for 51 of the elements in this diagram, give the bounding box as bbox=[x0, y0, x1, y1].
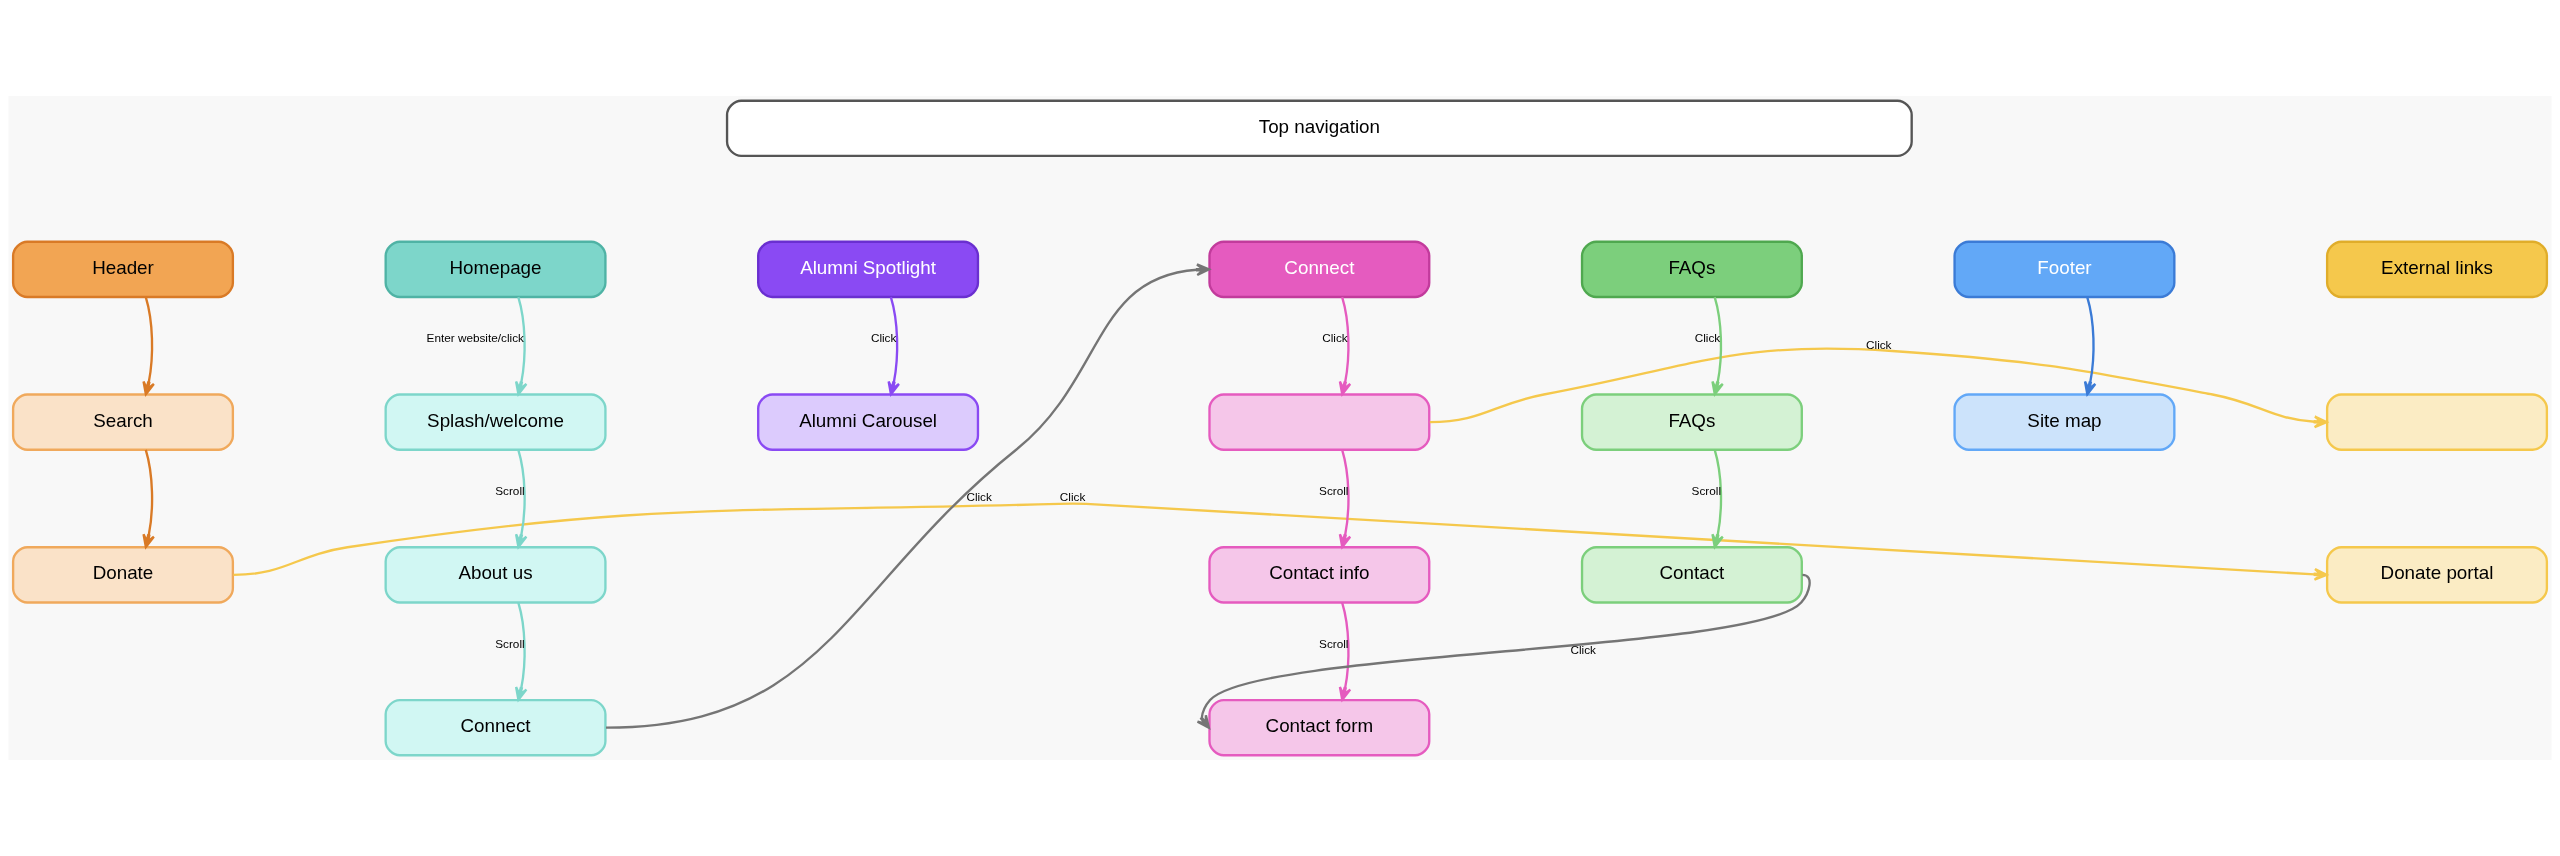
arrow bbox=[142, 449, 155, 549]
node-box: Top navigation bbox=[725, 99, 1913, 158]
edge-label: Click bbox=[966, 490, 992, 504]
arrow bbox=[1338, 296, 1352, 396]
node-box: Donate bbox=[11, 546, 235, 604]
node-box: Connect bbox=[1208, 240, 1431, 299]
edge-label: Scroll bbox=[495, 636, 525, 650]
arrow bbox=[514, 602, 528, 701]
node-box: Contact bbox=[1580, 546, 1803, 604]
arrow bbox=[1196, 573, 1811, 729]
node-box: Homepage bbox=[384, 240, 607, 299]
node-box: FAQs bbox=[1580, 240, 1803, 299]
arrow bbox=[1711, 449, 1724, 549]
arrow bbox=[887, 296, 901, 396]
edge-label: Scroll bbox=[1319, 636, 1349, 650]
node-box: Donate portal bbox=[2325, 546, 2549, 604]
node-box: Contact form bbox=[1208, 698, 1431, 757]
arrow bbox=[1338, 602, 1352, 701]
edge-label: Click bbox=[1866, 337, 1892, 351]
arrow bbox=[514, 449, 528, 549]
arrow bbox=[605, 263, 1211, 729]
node-box: FAQs bbox=[1580, 393, 1803, 451]
arrow bbox=[233, 502, 2328, 581]
node-box: About us bbox=[384, 546, 607, 604]
edge-label: Click bbox=[1570, 643, 1596, 657]
arrow bbox=[1429, 347, 2328, 429]
arrow bbox=[1711, 296, 1724, 396]
node-box: Search bbox=[11, 393, 235, 451]
node-box: Alumni Spotlight bbox=[757, 240, 980, 299]
node-box: Header bbox=[11, 240, 235, 299]
edge-label: Scroll bbox=[495, 483, 525, 497]
edge-label: Scroll bbox=[1319, 483, 1349, 497]
edge-label: Click bbox=[1059, 490, 1086, 504]
arrow bbox=[142, 296, 155, 396]
arrow bbox=[1338, 449, 1352, 549]
node-box: Footer bbox=[1953, 240, 2176, 299]
edge-label: Click bbox=[1694, 331, 1721, 345]
node-box: Contact info bbox=[1208, 546, 1431, 604]
node-box: Connect bbox=[384, 698, 607, 757]
edge-label: Click bbox=[870, 331, 897, 345]
edge-label: Click bbox=[1322, 331, 1348, 345]
node-box: Site map bbox=[1953, 393, 2176, 451]
edge-label: Enter website/click bbox=[426, 331, 524, 345]
node-box: Splash/welcome bbox=[384, 393, 607, 451]
node-box bbox=[2325, 393, 2549, 451]
node-box bbox=[1208, 393, 1431, 451]
arrow bbox=[2083, 296, 2097, 396]
node-box: External links bbox=[2325, 240, 2549, 299]
node-box: Alumni Carousel bbox=[757, 393, 980, 451]
edge-label: Scroll bbox=[1691, 483, 1722, 497]
arrow bbox=[514, 296, 528, 396]
